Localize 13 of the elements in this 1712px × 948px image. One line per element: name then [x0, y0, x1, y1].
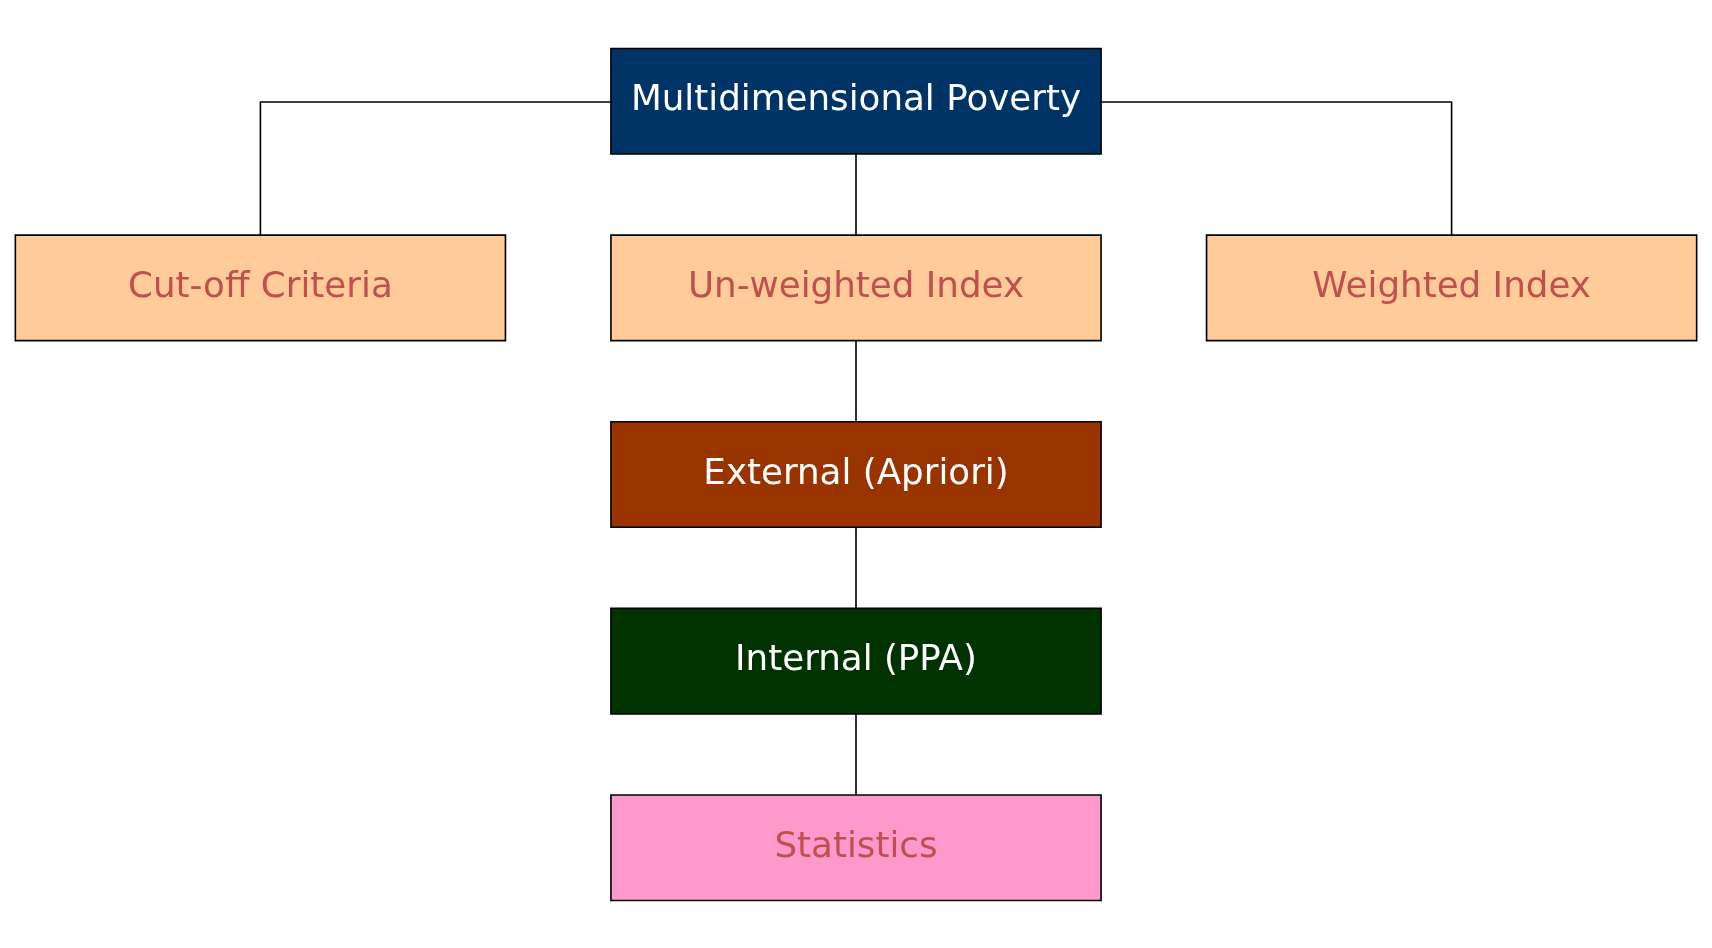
- node-box: Un-weighted Index: [610, 233, 1102, 341]
- node-box: Multidimensional Poverty: [610, 47, 1102, 155]
- connector: [855, 712, 857, 795]
- connector: [1100, 100, 1453, 236]
- node-box: Statistics: [610, 793, 1102, 901]
- node-box: Internal (PPA): [610, 607, 1102, 715]
- node-box: Cut-off Criteria: [14, 233, 507, 341]
- connector: [855, 152, 857, 236]
- connector: [855, 526, 857, 609]
- node-box: External (Apriori): [610, 420, 1102, 528]
- connector: [259, 100, 612, 236]
- connector: [855, 339, 857, 422]
- node-box: Weighted Index: [1205, 233, 1698, 341]
